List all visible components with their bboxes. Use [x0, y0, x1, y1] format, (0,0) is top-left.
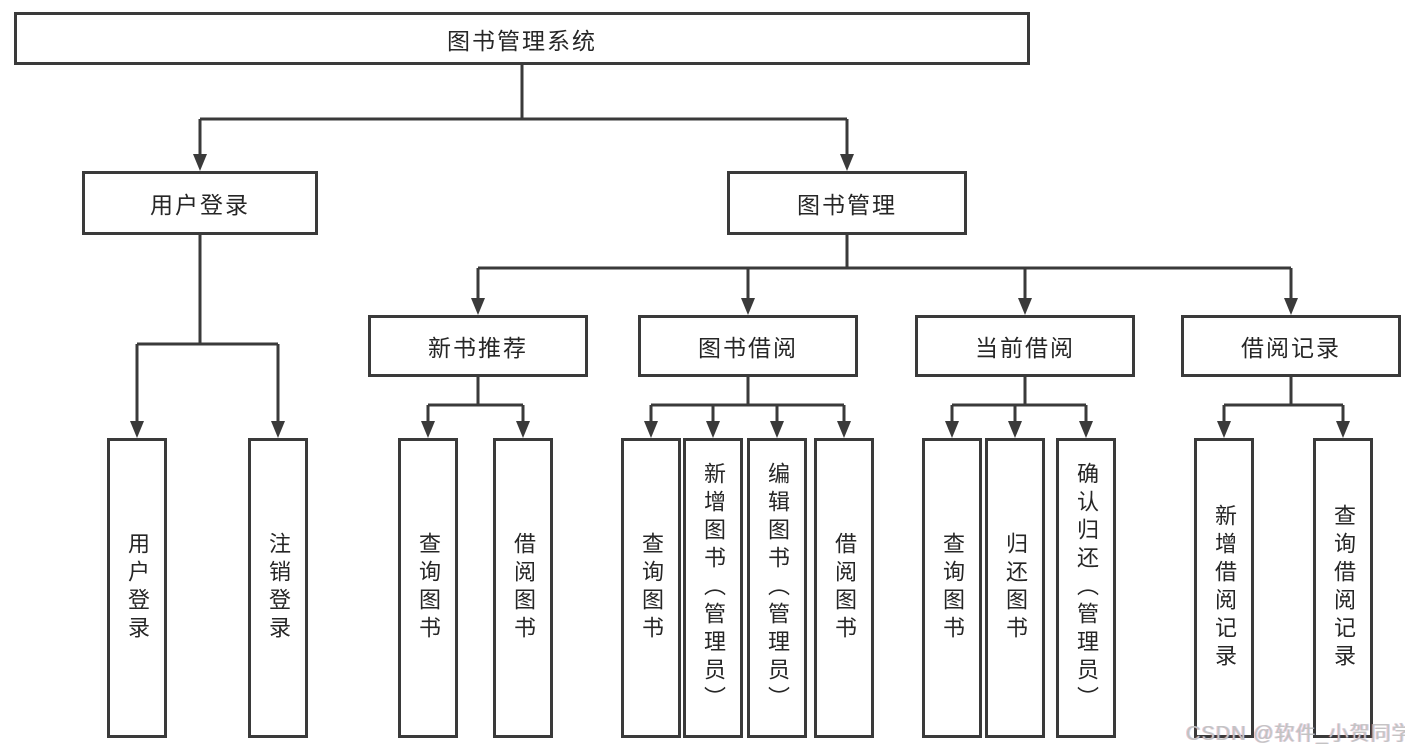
node-new-book-recommend: 新书推荐	[368, 315, 588, 377]
leaf-user-login: 用户登录	[107, 438, 167, 738]
node-root: 图书管理系统	[14, 12, 1030, 65]
leaf-edit-books-admin-label: 编辑图书（管理员）	[765, 462, 790, 714]
leaf-borrow-query-books-label: 查询图书	[639, 532, 664, 644]
node-borrow-records: 借阅记录	[1181, 315, 1401, 377]
node-book-borrow-label: 图书借阅	[698, 335, 798, 361]
leaf-user-login-label: 用户登录	[125, 532, 150, 644]
node-book-management: 图书管理	[727, 171, 967, 235]
leaf-add-borrow-record: 新增借阅记录	[1194, 438, 1254, 738]
node-root-label: 图书管理系统	[447, 27, 597, 54]
node-new-book-recommend-label: 新书推荐	[428, 335, 528, 361]
leaf-current-query-books-label: 查询图书	[940, 532, 965, 644]
leaf-recommend-query-books: 查询图书	[398, 438, 458, 738]
leaf-recommend-borrow-books: 借阅图书	[493, 438, 553, 738]
leaf-current-query-books: 查询图书	[922, 438, 982, 738]
node-user-login: 用户登录	[82, 171, 318, 235]
leaf-query-borrow-record: 查询借阅记录	[1313, 438, 1373, 738]
leaf-recommend-query-books-label: 查询图书	[416, 532, 441, 644]
leaf-confirm-return-admin-label: 确认归还（管理员）	[1074, 462, 1099, 714]
leaf-logout: 注销登录	[248, 438, 308, 738]
leaf-query-borrow-record-label: 查询借阅记录	[1331, 504, 1356, 672]
leaf-borrow-books: 借阅图书	[814, 438, 874, 738]
leaf-return-books: 归还图书	[985, 438, 1045, 738]
leaf-add-borrow-record-label: 新增借阅记录	[1212, 504, 1237, 672]
leaf-borrow-books-label: 借阅图书	[832, 532, 857, 644]
leaf-logout-label: 注销登录	[266, 532, 291, 644]
leaf-return-books-label: 归还图书	[1003, 532, 1028, 644]
leaf-confirm-return-admin: 确认归还（管理员）	[1056, 438, 1116, 738]
connector-segments	[135, 65, 1345, 422]
leaf-add-books-admin: 新增图书（管理员）	[683, 438, 743, 738]
node-book-borrow: 图书借阅	[638, 315, 858, 377]
node-current-borrow: 当前借阅	[915, 315, 1135, 377]
watermark: CSDN @软件_小贺同学	[1186, 723, 1405, 745]
leaf-borrow-query-books: 查询图书	[621, 438, 681, 738]
leaf-edit-books-admin: 编辑图书（管理员）	[747, 438, 807, 738]
arrowheads	[130, 154, 1350, 438]
leaf-recommend-borrow-books-label: 借阅图书	[511, 532, 536, 644]
node-borrow-records-label: 借阅记录	[1241, 335, 1341, 361]
node-current-borrow-label: 当前借阅	[975, 335, 1075, 361]
node-user-login-label: 用户登录	[150, 192, 250, 218]
node-book-management-label: 图书管理	[797, 192, 897, 218]
leaf-add-books-admin-label: 新增图书（管理员）	[701, 462, 726, 714]
